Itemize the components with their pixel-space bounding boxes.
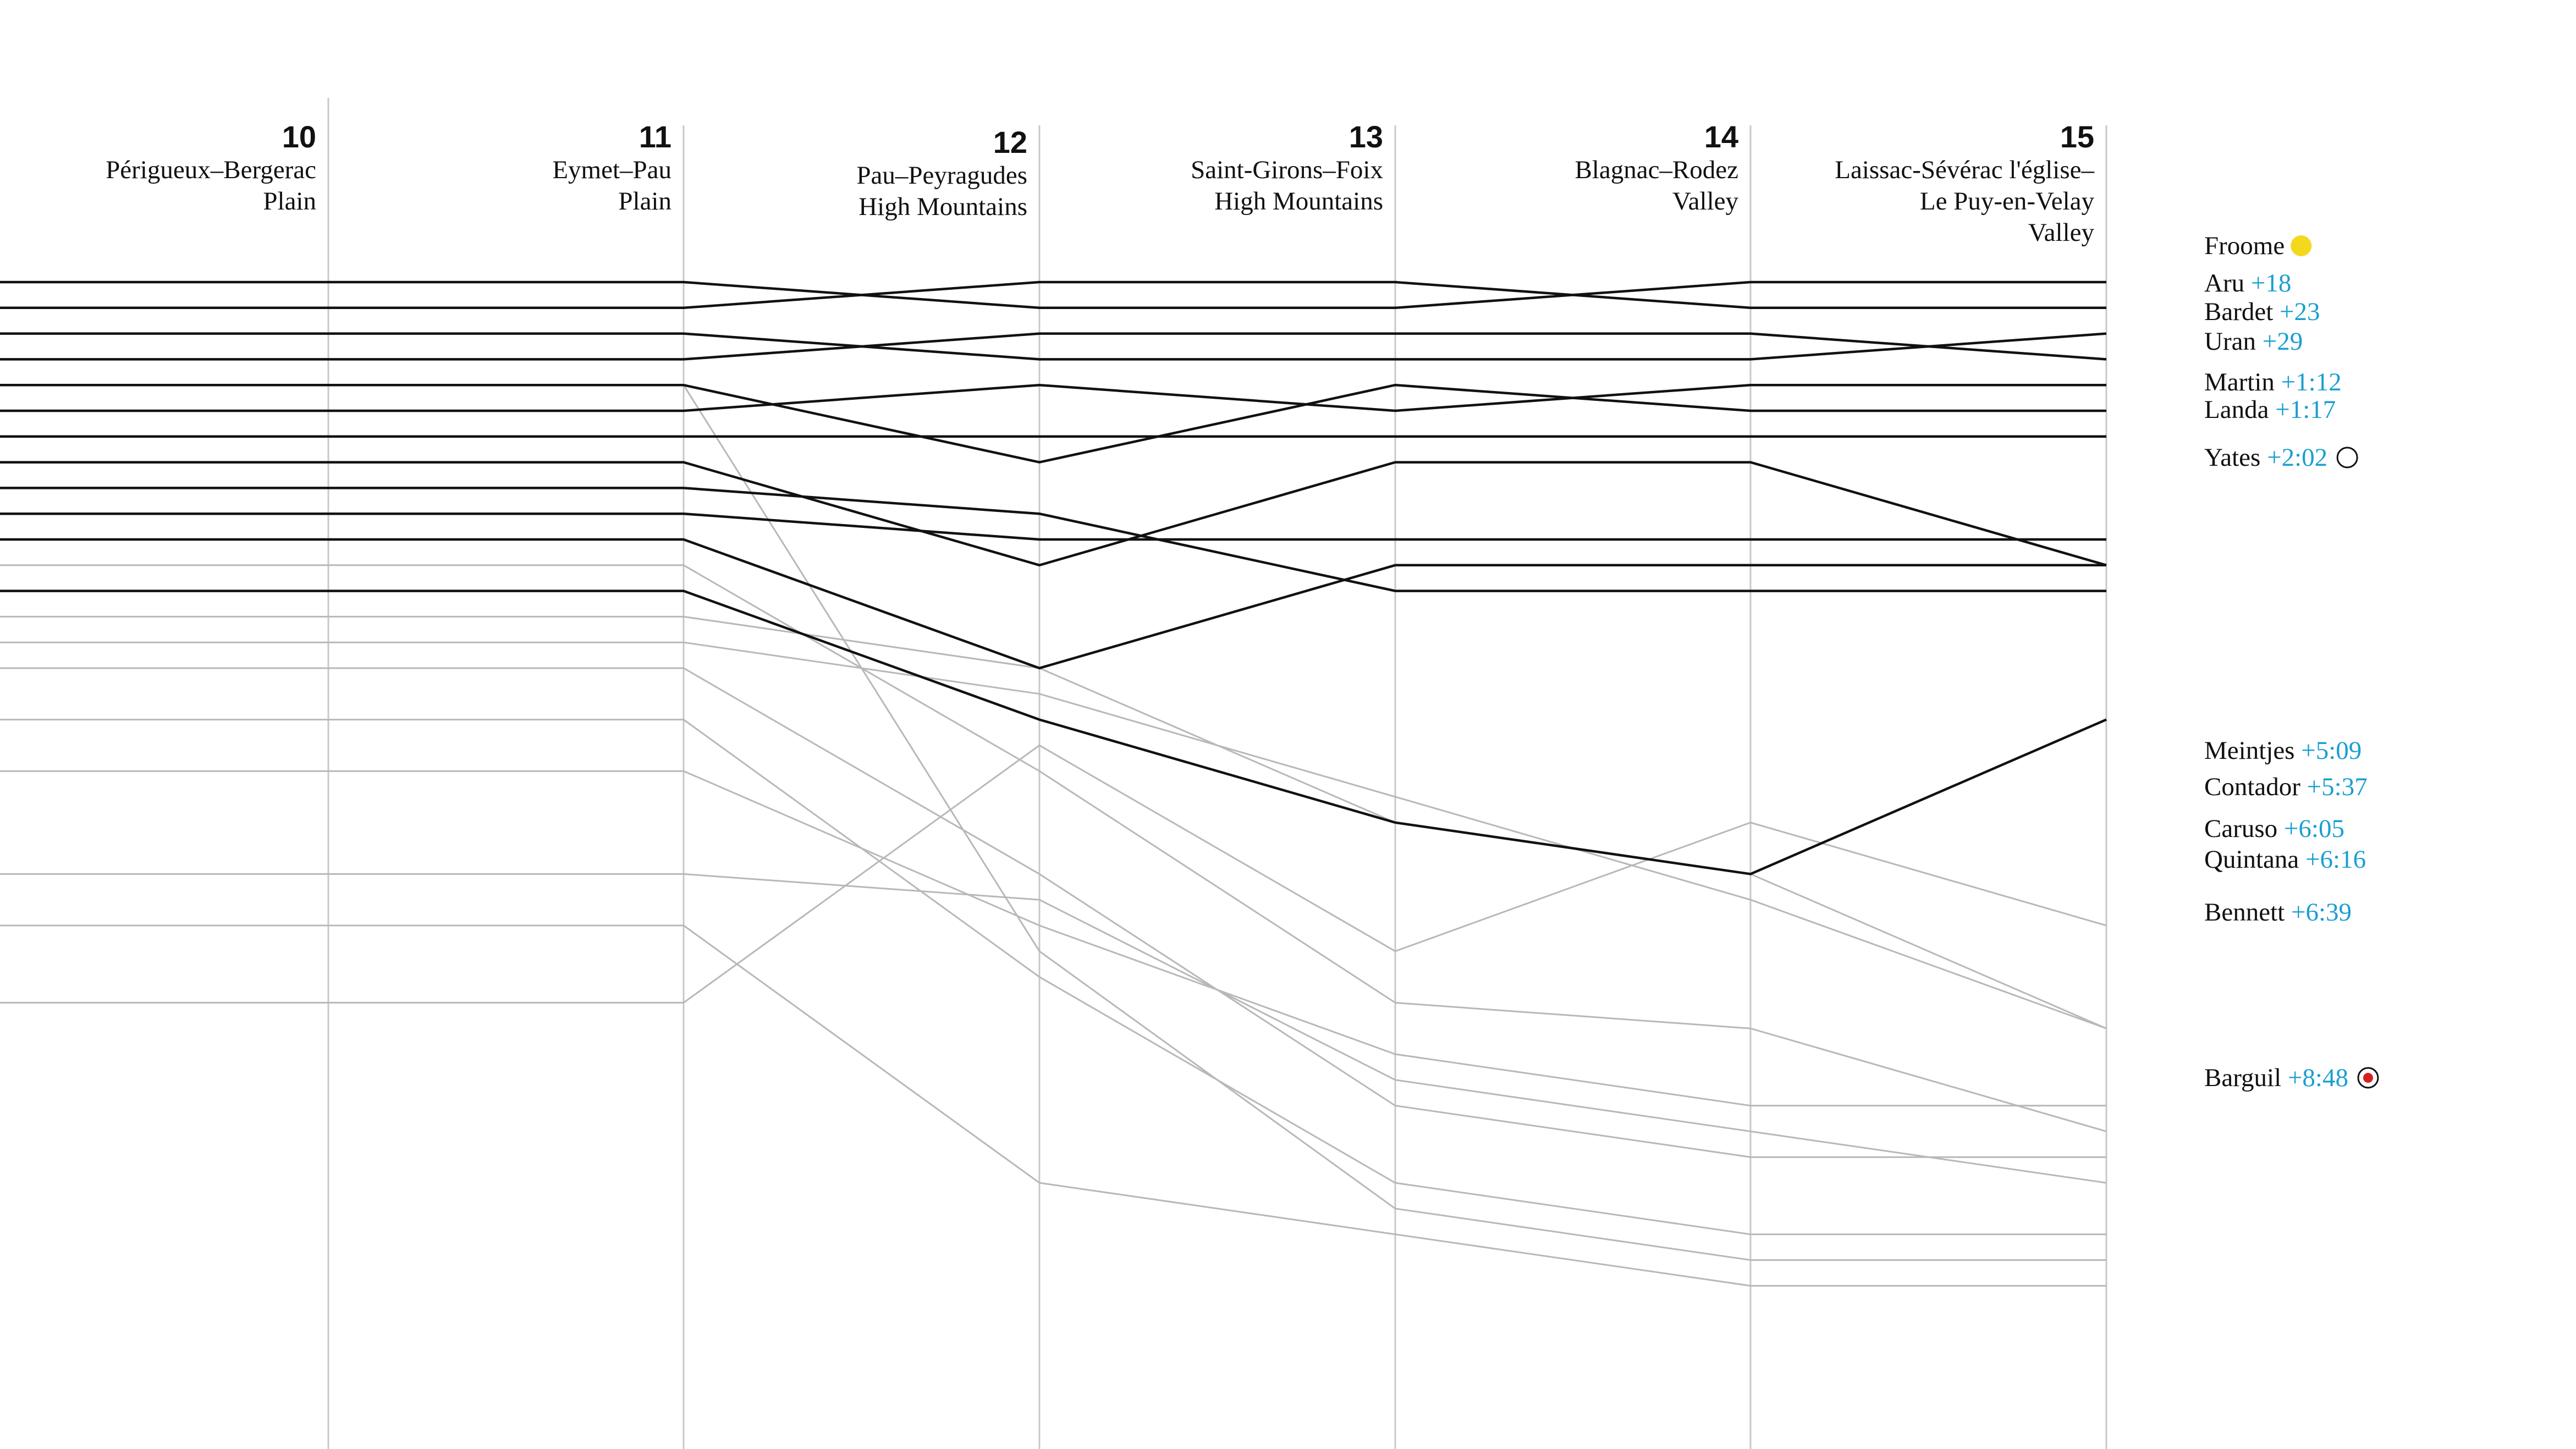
rider-gap: +8:48 (2281, 1064, 2348, 1092)
rider-label: Bennett +6:39 (2204, 898, 2352, 927)
rider-label: Froome (2204, 232, 2285, 260)
rider-gap: +6:39 (2285, 898, 2352, 927)
other-rider-line (0, 770, 2106, 1107)
polka-dot-center (2363, 1073, 2373, 1083)
stage-terrain: High Mountains (858, 192, 1027, 221)
stage-route: Pau–Peyragudes (856, 161, 1027, 190)
stage-route: Laissac-Sévérac l'église– (1835, 156, 2094, 184)
rider-name: Barguil (2204, 1064, 2281, 1092)
stage-number: 13 (1349, 119, 1383, 154)
rider-name: Meintjes (2204, 736, 2294, 765)
other-rider-line (0, 667, 2106, 1158)
white-jersey-icon (2336, 447, 2358, 469)
other-rider-lines (0, 384, 2107, 1287)
other-rider-line (0, 744, 2107, 1004)
stage-number: 11 (639, 119, 671, 154)
stage-gridlines (327, 98, 2107, 1449)
stage-route: Le Puy-en-Velay (1920, 187, 2095, 216)
other-rider-line (0, 924, 2106, 1287)
other-rider-line (0, 564, 2107, 1132)
stage-terrain: Valley (1672, 187, 1739, 216)
rider-name: Aru (2204, 269, 2244, 297)
rider-gap: +29 (2256, 327, 2303, 356)
rider-line-uran (0, 332, 2107, 361)
rider-name: Quintana (2204, 845, 2299, 874)
rider-name: Uran (2204, 327, 2256, 356)
rider-line-landa (0, 383, 2106, 464)
rider-label: Aru +18 (2204, 269, 2291, 297)
stage-number: 15 (2060, 119, 2094, 154)
rider-label: Barguil +8:48 (2204, 1064, 2348, 1092)
rider-label: Bardet +23 (2204, 297, 2320, 326)
other-rider-line (0, 719, 2106, 1236)
rider-name: Contador (2204, 773, 2300, 801)
rider-line-froome (0, 280, 2106, 310)
rider-name: Martin (2204, 368, 2275, 396)
rider-gap: +23 (2273, 297, 2320, 326)
stage-route: Périgueux–Bergerac (106, 156, 316, 184)
rider-label: Landa +1:17 (2204, 395, 2336, 424)
rider-line-meintjes (0, 512, 2106, 541)
other-rider-line (0, 615, 2107, 1029)
stage-terrain: Plain (263, 187, 316, 216)
rider-name: Bardet (2204, 297, 2273, 326)
rider-name: Froome (2204, 232, 2285, 260)
rider-gap: +6:16 (2299, 845, 2366, 874)
other-rider-line (0, 641, 2107, 1029)
yellow-jersey-icon (2291, 235, 2312, 256)
rider-gap: +1:17 (2269, 395, 2336, 424)
rider-gap: +18 (2244, 269, 2291, 297)
rider-label: Meintjes +5:09 (2204, 736, 2362, 765)
stage-number: 10 (282, 119, 316, 154)
rider-gap: +6:05 (2277, 814, 2344, 843)
rider-line-barguil (0, 589, 2107, 875)
rider-label: Caruso +6:05 (2204, 814, 2344, 843)
rider-line-martin (0, 383, 2106, 412)
stage-terrain: High Mountains (1214, 187, 1383, 216)
rider-gap: +5:09 (2294, 736, 2362, 765)
rider-label: Yates +2:02 (2204, 443, 2327, 472)
stage-terrain: Plain (618, 187, 671, 216)
rider-label: Quintana +6:16 (2204, 845, 2366, 874)
rider-line-quintana (0, 487, 2106, 592)
rider-label: Martin +1:12 (2204, 368, 2342, 396)
stage-route: Blagnac–Rodez (1575, 156, 1738, 184)
rider-name: Caruso (2204, 814, 2277, 843)
rider-line-bardet (0, 332, 2107, 361)
rider-line-aru (0, 280, 2106, 310)
rider-name: Landa (2204, 395, 2269, 424)
stage-route: Saint-Girons–Foix (1191, 156, 1383, 184)
rider-line-contador (0, 538, 2106, 670)
rider-label: Contador +5:37 (2204, 773, 2368, 801)
rider-label: Uran +29 (2204, 327, 2303, 356)
rider-gap: +5:37 (2300, 773, 2368, 801)
rider-name: Bennett (2204, 898, 2285, 927)
top-rider-lines (0, 280, 2107, 875)
stage-terrain: Valley (2028, 218, 2095, 247)
rider-line-caruso (0, 461, 2107, 567)
stage-number: 14 (1704, 119, 1738, 154)
stage-number: 12 (993, 125, 1027, 159)
rider-gap: +1:12 (2275, 368, 2342, 396)
rider-gap: +2:02 (2260, 443, 2327, 472)
other-rider-line (0, 873, 2107, 1184)
stage-route: Eymet–Pau (552, 156, 671, 184)
rider-name: Yates (2204, 443, 2260, 472)
